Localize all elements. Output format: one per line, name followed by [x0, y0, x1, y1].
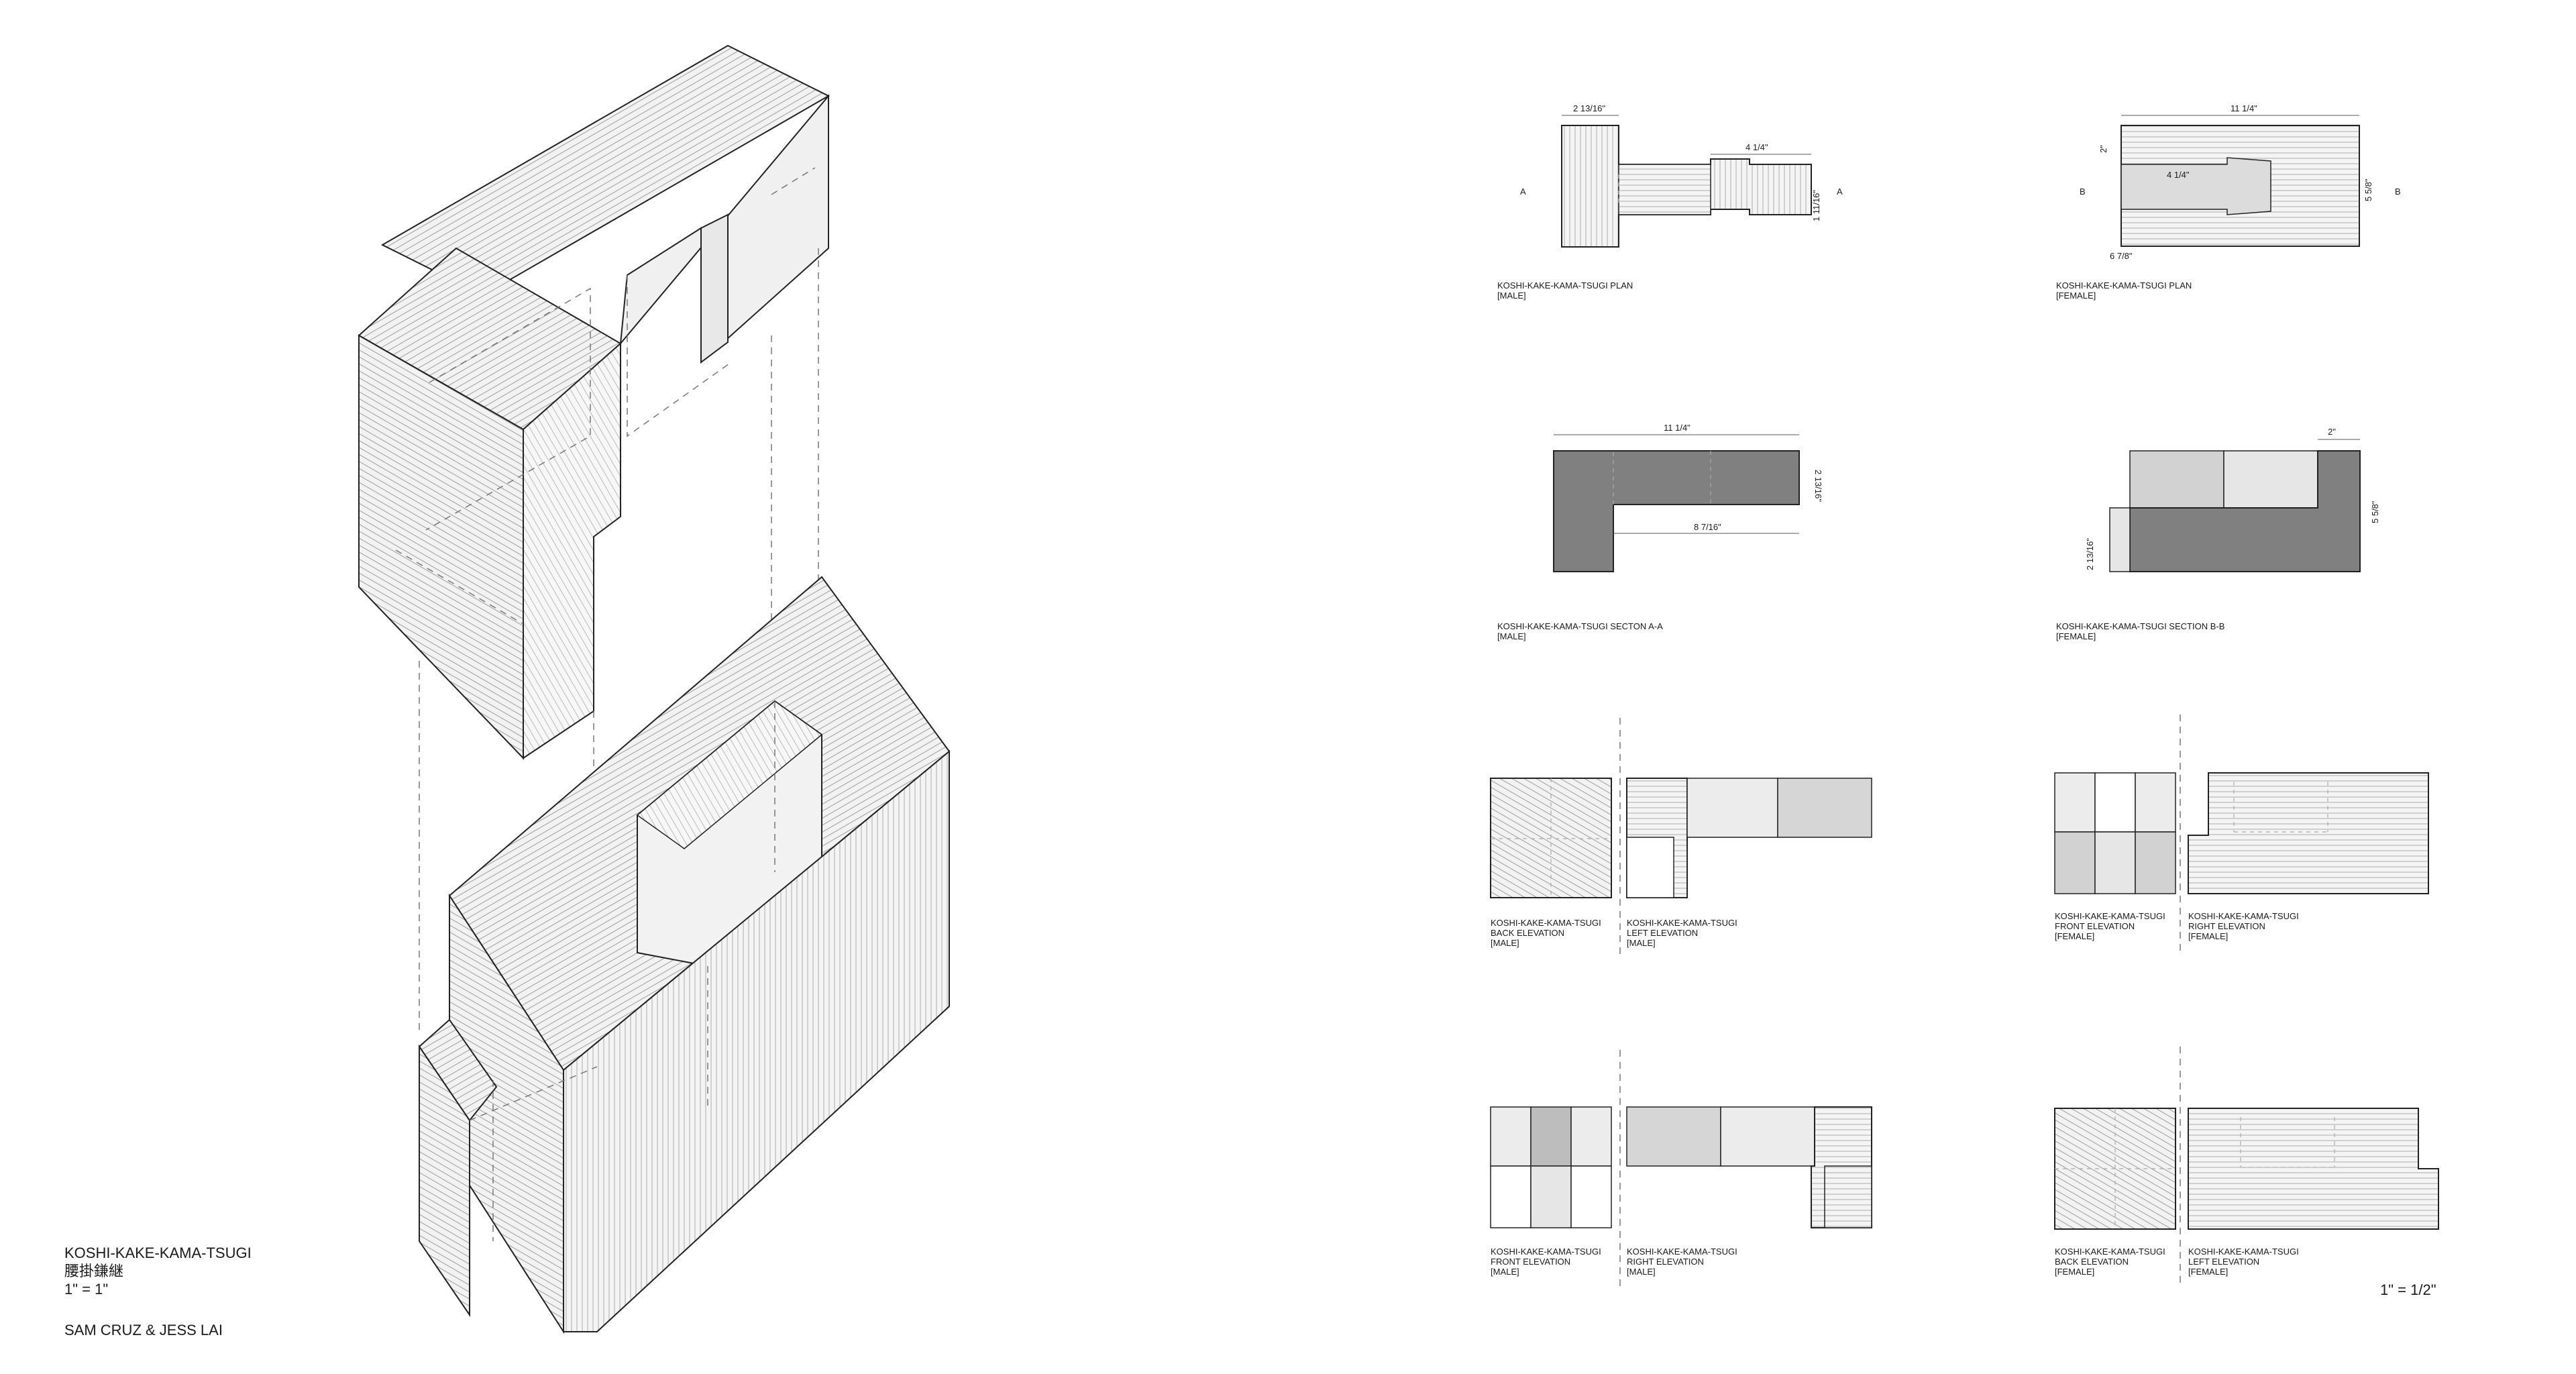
left-elevation-male	[1626, 778, 1872, 898]
svg-text:KOSHI-KAKE-KAMA-TSUGI: KOSHI-KAKE-KAMA-TSUGI	[2188, 1247, 2299, 1257]
left-elevation-female	[2188, 1108, 2439, 1230]
section-mark-b-right: B	[2395, 187, 2401, 197]
dim-plan-male-tongue: 4 1/4"	[1746, 142, 1768, 152]
svg-text:[FEMALE]: [FEMALE]	[2188, 931, 2228, 941]
section-a-a: 11 1/4" 2 13/16" 8 7/16"	[1553, 423, 1823, 572]
back-elevation-male	[1490, 778, 1612, 898]
section-b-title: KOSHI-KAKE-KAMA-TSUGI SECTION B-B	[2056, 621, 2224, 631]
plan-male: 2 13/16" 4 1/4" 1 11/16" A A	[1520, 103, 1843, 248]
axon-scale: 1" = 1"	[64, 1281, 108, 1298]
dim-section-b-height: 2 13/16"	[2085, 538, 2095, 570]
front-elevation-male	[1490, 1106, 1612, 1228]
dim-plan-female-depth: 5 5/8"	[2363, 178, 2373, 201]
svg-text:[MALE]: [MALE]	[1627, 1267, 1656, 1277]
plan-male-title: KOSHI-KAKE-KAMA-TSUGI PLAN	[1497, 280, 1633, 290]
dim-plan-female-length: 11 1/4"	[2231, 103, 2257, 113]
authors: SAM CRUZ & JESS LAI	[64, 1322, 223, 1338]
dim-plan-male-depth: 1 11/16"	[1811, 190, 1821, 221]
section-a-tag: [MALE]	[1497, 631, 1526, 641]
section-b-tag: [FEMALE]	[2056, 631, 2096, 641]
section-mark-b-left: B	[2080, 187, 2086, 197]
right-elevation-male	[1626, 1106, 1872, 1228]
section-b-b: 2" 5 5/8" 2 13/16"	[2085, 427, 2380, 572]
labels-row3-male: KOSHI-KAKE-KAMA-TSUGI BACK ELEVATION [MA…	[1491, 918, 1737, 948]
dim-section-b-two: 2"	[2328, 427, 2336, 437]
dim-section-a-tongue: 8 7/16"	[1694, 522, 1721, 532]
svg-text:KOSHI-KAKE-KAMA-TSUGI: KOSHI-KAKE-KAMA-TSUGI	[1491, 918, 1601, 928]
svg-text:KOSHI-KAKE-KAMA-TSUGI: KOSHI-KAKE-KAMA-TSUGI	[1491, 1247, 1601, 1257]
section-mark-a-left: A	[1520, 187, 1526, 197]
svg-text:LEFT ELEVATION: LEFT ELEVATION	[2188, 1257, 2259, 1267]
svg-text:FRONT ELEVATION: FRONT ELEVATION	[1491, 1257, 1570, 1267]
project-title: KOSHI-KAKE-KAMA-TSUGI	[64, 1245, 252, 1261]
dim-plan-female-two: 2"	[2098, 145, 2108, 153]
svg-text:[MALE]: [MALE]	[1627, 938, 1656, 948]
right-elevation-female	[2188, 772, 2429, 894]
labels-row3-female: KOSHI-KAKE-KAMA-TSUGI FRONT ELEVATION [F…	[2055, 911, 2299, 941]
svg-text:[FEMALE]: [FEMALE]	[2188, 1267, 2228, 1277]
svg-text:KOSHI-KAKE-KAMA-TSUGI: KOSHI-KAKE-KAMA-TSUGI	[1627, 918, 1737, 928]
svg-text:[MALE]: [MALE]	[1491, 938, 1519, 948]
svg-text:[FEMALE]: [FEMALE]	[2055, 1267, 2094, 1277]
project-title-kanji: 腰掛鎌継	[64, 1263, 123, 1279]
axon-female-piece	[418, 576, 951, 1334]
sheet-scale: 1" = 1/2"	[2380, 1281, 2436, 1298]
plan-female-title: KOSHI-KAKE-KAMA-TSUGI PLAN	[2056, 280, 2192, 290]
svg-text:RIGHT ELEVATION: RIGHT ELEVATION	[1627, 1257, 1704, 1267]
svg-text:BACK ELEVATION: BACK ELEVATION	[1491, 928, 1564, 938]
svg-text:BACK ELEVATION: BACK ELEVATION	[2055, 1257, 2129, 1267]
back-elevation-female	[2054, 1108, 2176, 1230]
dim-plan-female-tongue: 4 1/4"	[2167, 170, 2190, 180]
plan-male-tag: [MALE]	[1497, 290, 1526, 301]
plan-female-tag: [FEMALE]	[2056, 290, 2096, 301]
dim-plan-female-offset: 6 7/8"	[2110, 251, 2133, 261]
labels-row4-male: KOSHI-KAKE-KAMA-TSUGI FRONT ELEVATION [M…	[1491, 1247, 1737, 1277]
dim-plan-male-width: 2 13/16"	[1573, 103, 1605, 113]
svg-text:KOSHI-KAKE-KAMA-TSUGI: KOSHI-KAKE-KAMA-TSUGI	[1627, 1247, 1737, 1257]
front-elevation-female	[2054, 772, 2176, 894]
svg-text:[MALE]: [MALE]	[1491, 1267, 1519, 1277]
dim-section-b-depth: 5 5/8"	[2370, 500, 2380, 523]
svg-text:RIGHT ELEVATION: RIGHT ELEVATION	[2188, 921, 2265, 931]
title-block: KOSHI-KAKE-KAMA-TSUGI 腰掛鎌継 1" = 1" SAM C…	[64, 1245, 252, 1338]
plan-female: 11 1/4" 2" 4 1/4" 5 5/8" 6 7/8" B B	[2080, 103, 2401, 261]
section-a-title: KOSHI-KAKE-KAMA-TSUGI SECTON A-A	[1497, 621, 1663, 631]
svg-text:KOSHI-KAKE-KAMA-TSUGI: KOSHI-KAKE-KAMA-TSUGI	[2188, 911, 2299, 921]
axon-male-piece	[358, 44, 830, 760]
svg-text:[FEMALE]: [FEMALE]	[2055, 931, 2094, 941]
svg-text:FRONT ELEVATION: FRONT ELEVATION	[2055, 921, 2135, 931]
labels-row4-female: KOSHI-KAKE-KAMA-TSUGI BACK ELEVATION [FE…	[2055, 1247, 2299, 1277]
svg-text:KOSHI-KAKE-KAMA-TSUGI: KOSHI-KAKE-KAMA-TSUGI	[2055, 1247, 2165, 1257]
dim-section-a-length: 11 1/4"	[1664, 423, 1690, 433]
svg-text:LEFT ELEVATION: LEFT ELEVATION	[1627, 928, 1698, 938]
section-mark-a-right: A	[1837, 187, 1843, 197]
dim-section-a-height: 2 13/16"	[1813, 470, 1823, 502]
svg-text:KOSHI-KAKE-KAMA-TSUGI: KOSHI-KAKE-KAMA-TSUGI	[2055, 911, 2165, 921]
